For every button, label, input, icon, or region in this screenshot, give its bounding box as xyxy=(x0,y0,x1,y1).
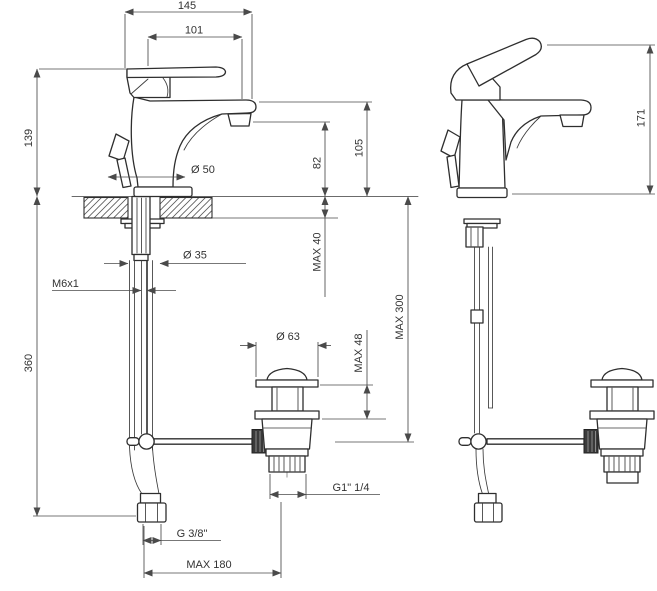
dim-side-height-label: 171 xyxy=(636,109,648,127)
pop-up-waste-front xyxy=(254,367,320,479)
hose-bend xyxy=(475,448,483,495)
base-plinth xyxy=(133,186,193,198)
rod-connector xyxy=(470,309,484,324)
horizontal-rod xyxy=(153,438,253,445)
waste-cap xyxy=(266,367,308,381)
dim-rod-length-label: MAX 300 xyxy=(394,294,406,339)
drain-pull-knob xyxy=(440,129,461,159)
waste-body xyxy=(261,418,313,450)
drain-pull-stem xyxy=(446,154,460,189)
threaded-shank xyxy=(465,226,484,248)
waste-tailpipe xyxy=(268,455,306,473)
aerator xyxy=(227,112,252,127)
dim-body-diameter: Ø 50 xyxy=(107,164,215,181)
dim-waste-flange-diameter-label: Ø 63 xyxy=(276,331,300,343)
dim-stud-thread: M6x1 xyxy=(52,278,176,294)
dim-overall-width: 145 xyxy=(124,0,253,99)
dim-spout-reach: 101 xyxy=(147,25,243,99)
waste-tail-tube xyxy=(606,471,639,484)
hose-collar xyxy=(139,492,162,504)
dim-hole-diameter: Ø 35 xyxy=(104,250,246,267)
dim-rod-length: MAX 300 xyxy=(335,196,414,443)
pop-up-rod-front xyxy=(126,429,267,454)
dim-under-counter-length: 360 xyxy=(23,196,136,517)
dim-spout-height-label: 139 xyxy=(23,129,35,147)
dim-body-diameter-label: Ø 50 xyxy=(191,164,215,176)
waste-flange-bottom xyxy=(589,410,655,420)
hose-bend xyxy=(152,446,160,495)
dim-spout-top-height-label: 105 xyxy=(354,139,366,157)
spout-contour xyxy=(516,115,542,149)
fixing-set-front xyxy=(120,195,167,523)
waste-thread-lines xyxy=(273,456,301,472)
dim-overall-width-label: 145 xyxy=(178,0,196,12)
waste-cap xyxy=(601,367,643,381)
base-plinth xyxy=(456,187,508,199)
rod-ball-joint xyxy=(470,433,487,450)
dim-spout-reach-label: 101 xyxy=(185,25,203,37)
counter-hatch-left xyxy=(83,196,129,219)
hose-collar xyxy=(477,492,497,504)
dim-waste-thread-label: G1" 1/4 xyxy=(333,482,370,494)
faucet-body-spout xyxy=(130,96,257,188)
hose-bend xyxy=(129,446,143,495)
dim-spout-top-height: 105 xyxy=(259,101,372,197)
dim-under-counter-length-label: 360 xyxy=(23,354,35,372)
waste-body-base xyxy=(600,448,644,457)
washer-plate xyxy=(463,218,501,225)
horizontal-rod xyxy=(486,438,585,445)
dim-hose-thread-label: G 3/8" xyxy=(177,528,208,540)
threaded-shank xyxy=(131,195,151,256)
waste-thread-lines xyxy=(608,456,636,472)
drain-pull-knob xyxy=(108,133,130,162)
pop-up-rod-side xyxy=(458,429,599,454)
waste-flange-bottom xyxy=(254,410,320,420)
faucet-side xyxy=(440,37,592,199)
dim-outlet-height-label: 82 xyxy=(312,157,324,169)
dim-side-height: 171 xyxy=(512,44,655,195)
hose-nut xyxy=(473,502,503,523)
waste-flange-top xyxy=(255,379,319,388)
fixing-set-side xyxy=(463,218,503,523)
side-view xyxy=(440,37,655,523)
dim-waste-thread: G1" 1/4 xyxy=(269,474,380,499)
dim-outlet-height: 82 xyxy=(253,121,330,197)
dim-spout-height: 139 xyxy=(23,68,126,197)
hose-bend xyxy=(482,448,489,494)
handle-base-detail xyxy=(130,77,169,98)
dim-waste-flange-diameter: Ø 63 xyxy=(240,331,331,377)
dim-axis-distance-label: MAX 180 xyxy=(186,559,231,571)
rod-end-stub xyxy=(126,437,140,446)
handle-lever xyxy=(126,66,227,79)
waste-body xyxy=(596,418,648,450)
hose-nut xyxy=(136,502,167,523)
counter-hatch-right xyxy=(159,196,213,219)
dim-waste-adjust: MAX 48 xyxy=(320,330,386,420)
rod-end-stub xyxy=(458,437,472,446)
mounting-counter xyxy=(71,196,419,219)
faucet-front xyxy=(108,66,257,198)
dim-stud-thread-label: M6x1 xyxy=(52,278,79,290)
waste-body-base xyxy=(265,448,309,457)
dimensions: 145 101 139 360 Ø 50 Ø 35 xyxy=(23,0,655,578)
waste-flange-top xyxy=(590,379,654,388)
dim-counter-thickness: MAX 40 xyxy=(312,196,329,297)
front-view xyxy=(71,66,419,523)
dim-hose-thread: G 3/8" xyxy=(142,524,221,545)
dim-hole-diameter-label: Ø 35 xyxy=(183,250,207,262)
dim-counter-thickness-label: MAX 40 xyxy=(312,232,324,271)
shank-step xyxy=(133,253,149,262)
dim-waste-adjust-label: MAX 48 xyxy=(353,333,365,372)
pop-up-waste-side xyxy=(589,367,655,484)
dim-axis-distance: MAX 180 xyxy=(143,502,282,578)
drain-pull-stem xyxy=(116,157,132,189)
rod-ball-joint xyxy=(138,433,155,450)
aerator xyxy=(559,114,585,128)
handle-lever xyxy=(466,37,542,87)
body-contour xyxy=(183,113,223,151)
